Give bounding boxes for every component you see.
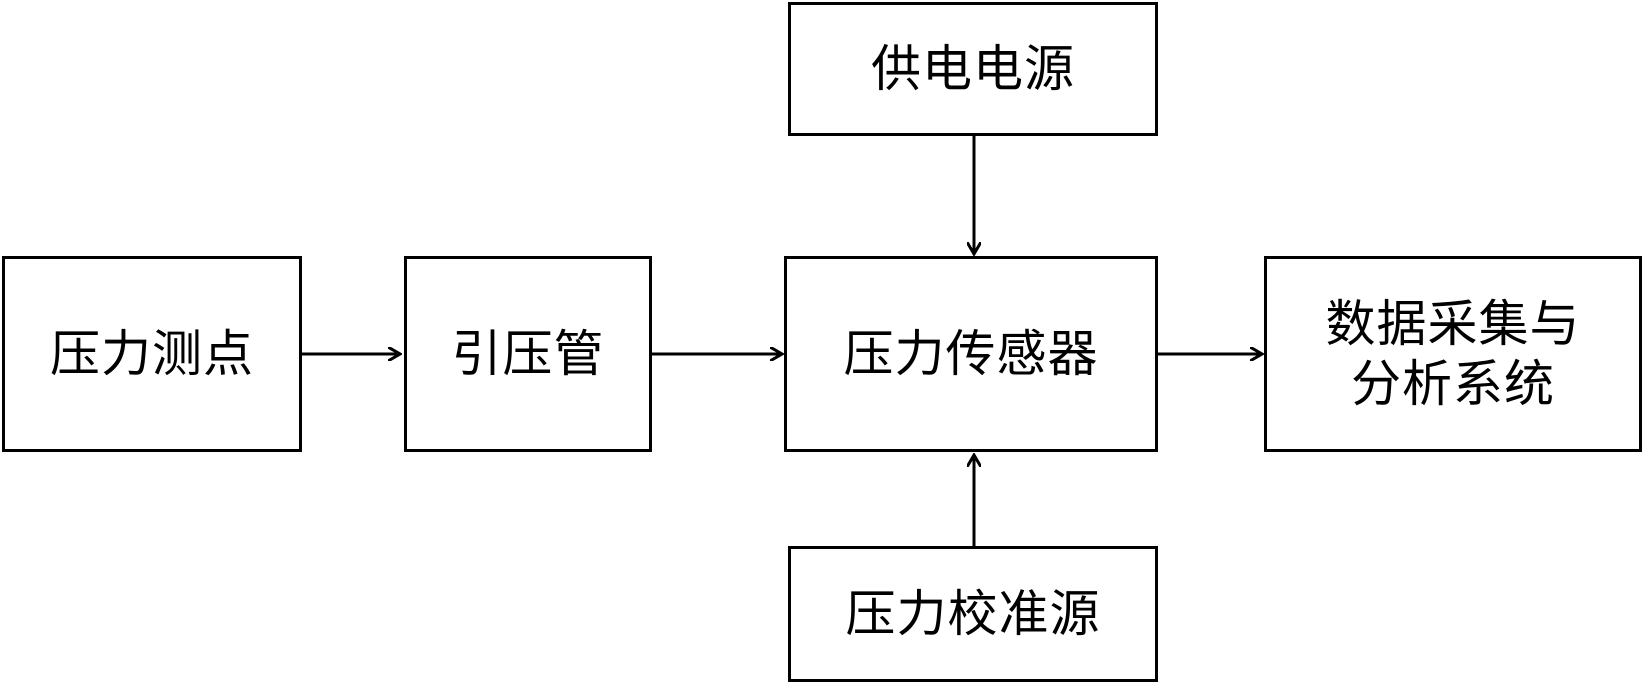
pressure-sensor-label: 压力传感器 (843, 325, 1099, 383)
pressure-tube-box: 引压管 (404, 256, 652, 452)
daq-system-label-line2: 分析系统 (1351, 355, 1555, 413)
pressure-sensor-box: 压力传感器 (784, 256, 1158, 452)
calibration-source-label: 压力校准源 (845, 585, 1101, 643)
power-supply-label: 供电电源 (871, 40, 1075, 98)
daq-system-label-line1: 数据采集与 (1325, 295, 1581, 353)
power-supply-box: 供电电源 (788, 2, 1158, 136)
pressure-point-box: 压力测点 (2, 256, 302, 452)
pressure-tube-label: 引压管 (451, 325, 605, 383)
calibration-source-box: 压力校准源 (788, 546, 1158, 682)
pressure-point-label: 压力测点 (50, 325, 254, 383)
daq-system-box: 数据采集与 分析系统 (1264, 256, 1642, 452)
